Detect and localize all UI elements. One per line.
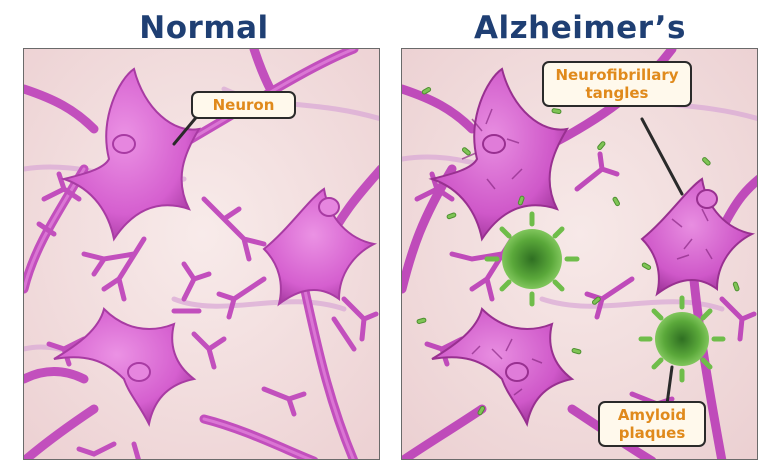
plaques-label-line2: plaques xyxy=(600,424,704,442)
tangles-label-line1: Neurofibrillary xyxy=(544,66,690,84)
alzheimers-panel: Neurofibrillary tangles Amyloid plaques xyxy=(401,48,758,460)
alzheimers-title: Alzheimer’s xyxy=(400,8,760,48)
tangles-label-line2: tangles xyxy=(544,84,690,102)
neuron-callout: Neuron xyxy=(191,91,296,119)
normal-title: Normal xyxy=(24,8,384,48)
normal-panel: Neuron xyxy=(23,48,380,460)
neurofibrillary-tangles-callout: Neurofibrillary tangles xyxy=(542,61,692,107)
plaques-label-line1: Amyloid xyxy=(600,406,704,424)
alzheimers-illustration xyxy=(402,49,758,460)
neuron-label: Neuron xyxy=(193,93,294,117)
amyloid-plaques-callout: Amyloid plaques xyxy=(598,401,706,447)
